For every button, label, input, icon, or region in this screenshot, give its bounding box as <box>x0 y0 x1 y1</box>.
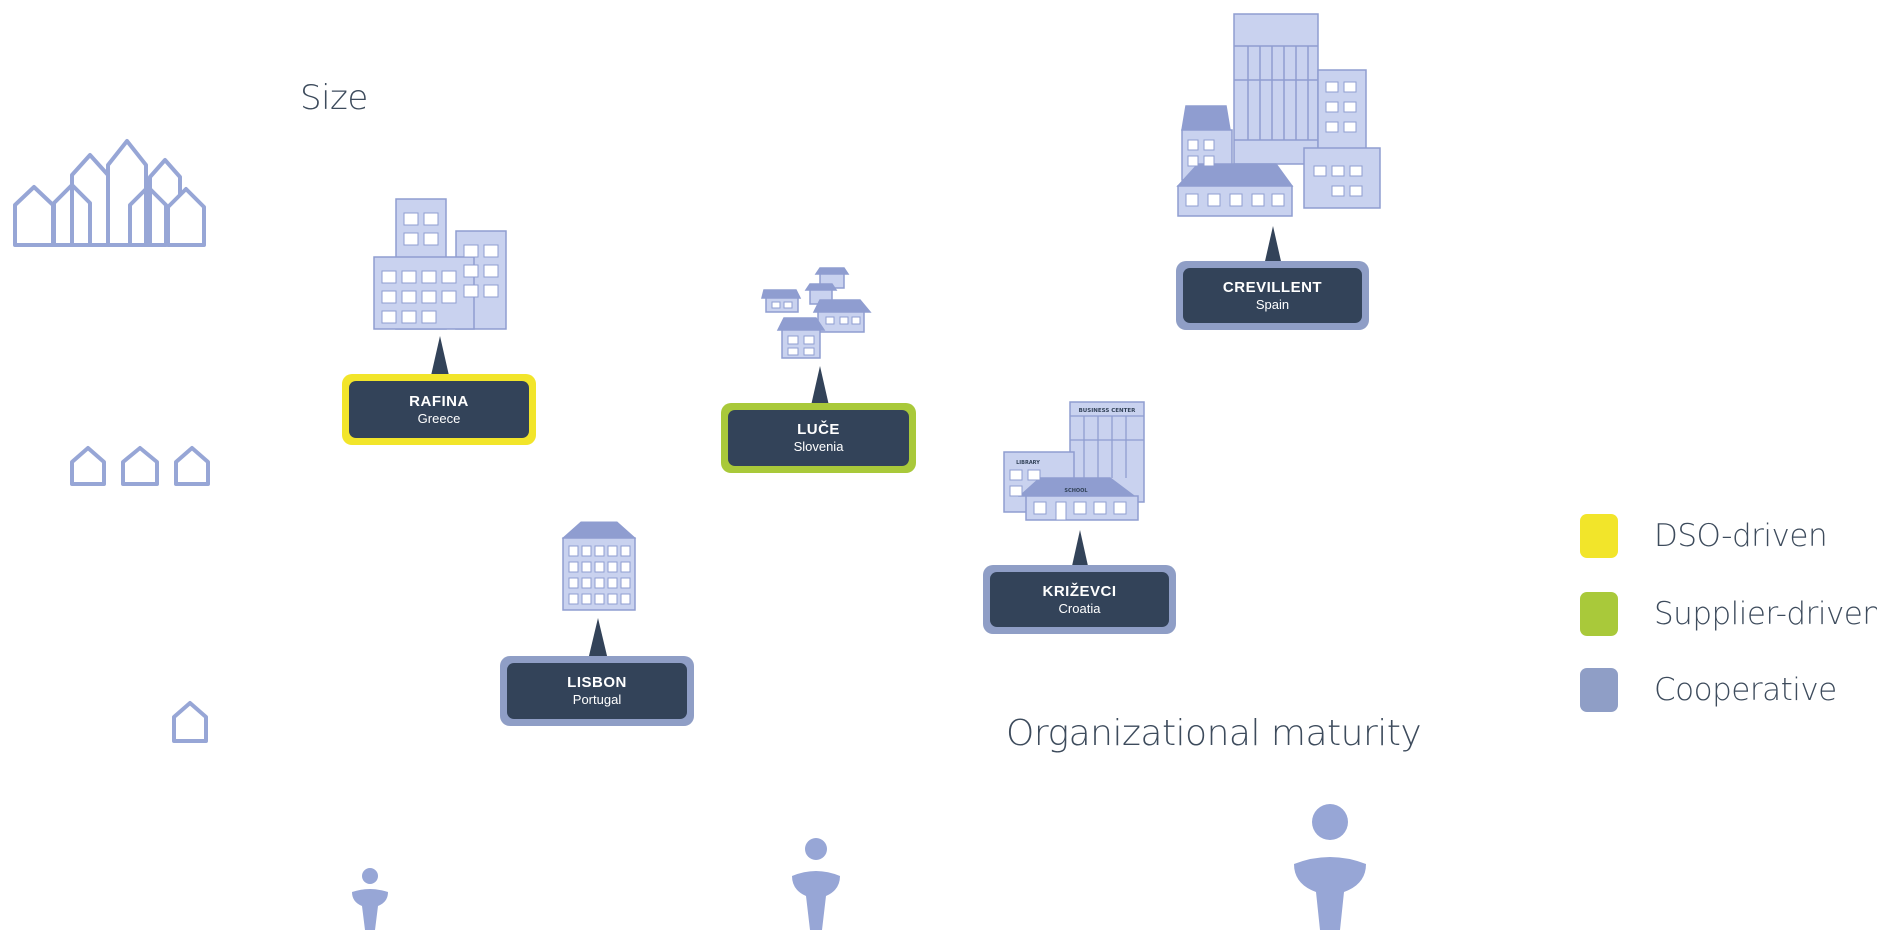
luce-houses-illustration <box>761 267 872 359</box>
tag-luce-name: LUČE <box>797 421 840 438</box>
library-sign: LIBRARY <box>1016 460 1040 466</box>
size-large-icon <box>13 139 206 247</box>
business-center-sign: BUSINESS CENTER <box>1079 408 1137 414</box>
tag-rafina[interactable]: RAFINA Greece <box>342 374 536 445</box>
legend-swatch-cooperative <box>1580 668 1618 712</box>
tag-luce[interactable]: LUČE Slovenia <box>721 403 916 473</box>
tag-crevillent[interactable]: CREVILLENT Spain <box>1176 261 1369 330</box>
tag-krizevci-name: KRIŽEVCI <box>1042 582 1117 600</box>
maturity-low-person-icon <box>352 868 388 930</box>
size-medium-icon <box>70 446 210 486</box>
tag-luce-body: LUČE Slovenia <box>728 410 909 466</box>
legend-item-supplier-driven: Supplier-driven <box>1580 592 1877 636</box>
legend-label-supplier-driven: Supplier-driven <box>1654 596 1877 632</box>
legend-item-cooperative: Cooperative <box>1580 668 1837 712</box>
luce-pointer <box>810 366 830 410</box>
tag-crevillent-name: CREVILLENT <box>1222 278 1323 296</box>
school-sign: SCHOOL <box>1064 488 1088 494</box>
krizevci-buildings-illustration: BUSINESS CENTER LIBRARY SCHOOL <box>1003 401 1145 521</box>
crevillent-pointer <box>1263 226 1283 270</box>
krizevci-pointer <box>1070 530 1090 575</box>
legend-item-dso-driven: DSO-driven <box>1580 514 1828 558</box>
crevillent-city-illustration <box>1176 13 1381 217</box>
lisbon-pointer <box>588 618 608 660</box>
legend-swatch-supplier-driven <box>1580 592 1618 636</box>
legend-label-cooperative: Cooperative <box>1654 672 1837 708</box>
maturity-axis-label: Organizational maturity <box>1006 713 1422 754</box>
tag-krizevci-country: Croatia <box>1058 600 1101 616</box>
tag-krizevci-body: KRIŽEVCI Croatia <box>990 572 1169 627</box>
maturity-high-person-icon <box>1294 804 1366 930</box>
tag-crevillent-body: CREVILLENT Spain <box>1183 268 1362 323</box>
tag-rafina-body: RAFINA Greece <box>349 381 529 438</box>
maturity-medium-person-icon <box>792 838 840 930</box>
rafina-buildings-illustration <box>373 198 507 330</box>
size-axis-label: Size <box>300 78 368 118</box>
lisbon-building-illustration <box>561 521 637 611</box>
rafina-pointer <box>430 336 450 380</box>
tag-lisbon-country: Portugal <box>572 692 622 707</box>
tag-lisbon-body: LISBON Portugal <box>507 663 687 719</box>
tag-crevillent-country: Spain <box>1255 296 1290 312</box>
legend-swatch-dso-driven <box>1580 514 1618 558</box>
legend-label-dso-driven: DSO-driven <box>1654 518 1828 554</box>
tag-krizevci[interactable]: KRIŽEVCI Croatia <box>983 565 1176 634</box>
tag-rafina-name: RAFINA <box>409 392 469 410</box>
tag-lisbon[interactable]: LISBON Portugal <box>500 656 694 726</box>
tag-luce-country: Slovenia <box>793 439 844 454</box>
size-small-icon <box>172 701 208 743</box>
tag-lisbon-name: LISBON <box>567 674 627 691</box>
tag-rafina-country: Greece <box>417 410 461 426</box>
